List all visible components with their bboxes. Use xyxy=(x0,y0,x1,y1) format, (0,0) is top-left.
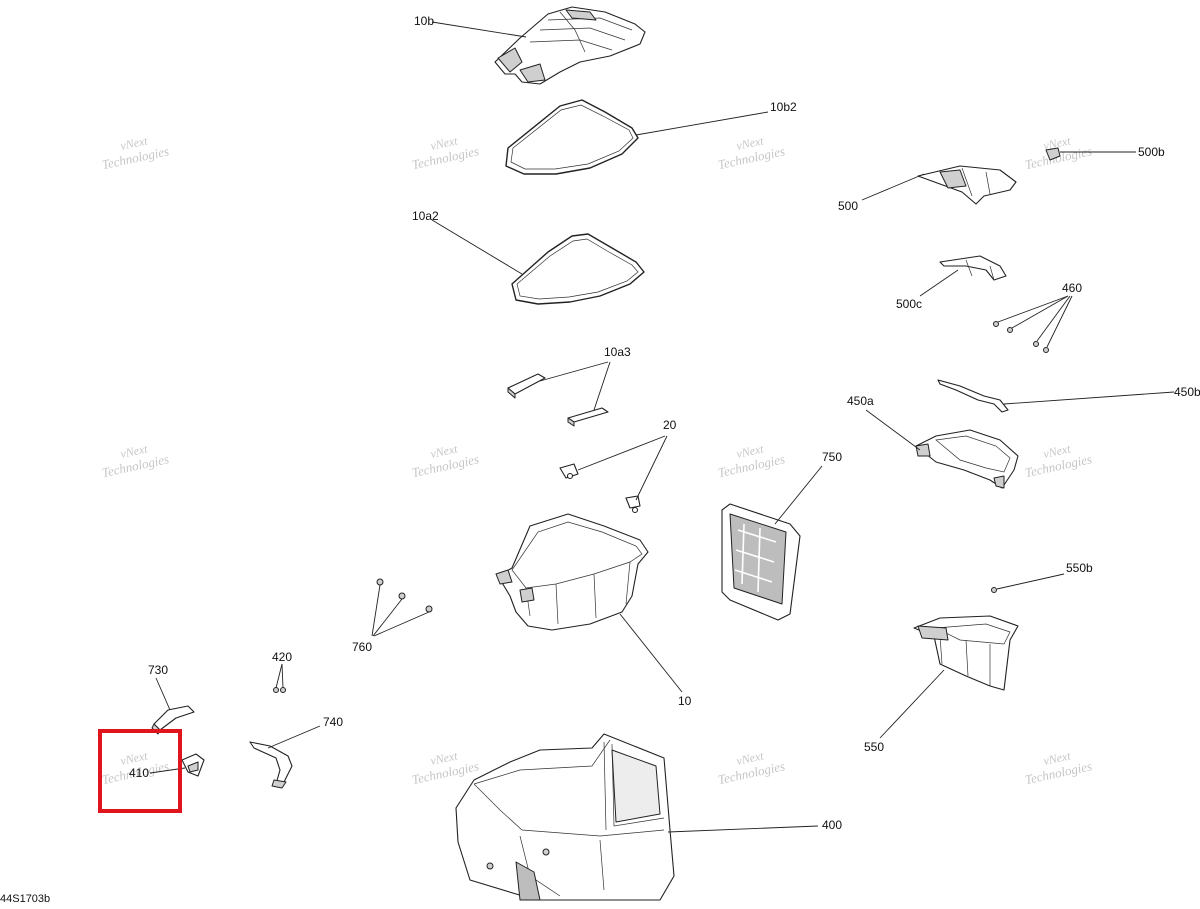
watermark: vNext Technologies xyxy=(716,441,786,480)
part-420-fasteners[interactable] xyxy=(273,687,286,693)
watermark-line1: vNext xyxy=(119,748,149,768)
label-500[interactable]: 500 xyxy=(838,199,858,213)
label-550[interactable]: 550 xyxy=(864,740,884,754)
label-500b[interactable]: 500b xyxy=(1138,145,1165,159)
watermark: vNext Technologies xyxy=(410,133,480,172)
label-450b[interactable]: 450b xyxy=(1174,385,1200,399)
leader-760-c xyxy=(373,611,430,637)
leader-730 xyxy=(155,677,171,711)
leader-740 xyxy=(267,725,321,749)
part-410-latch[interactable] xyxy=(181,753,205,777)
label-20[interactable]: 20 xyxy=(663,418,677,432)
part-500-tray[interactable] xyxy=(917,165,1017,205)
leader-10b xyxy=(431,21,527,38)
label-550b[interactable]: 550b xyxy=(1066,561,1093,575)
label-500c[interactable]: 500c xyxy=(896,297,922,311)
label-460[interactable]: 460 xyxy=(1062,281,1082,295)
part-20-latches[interactable] xyxy=(559,463,641,514)
part-10a3-pads[interactable] xyxy=(507,373,609,427)
leader-10a2 xyxy=(431,219,523,275)
watermark: vNext Technologies xyxy=(410,441,480,480)
part-460-screws[interactable] xyxy=(993,321,1049,353)
leader-460-d xyxy=(1046,295,1073,348)
part-400-tub[interactable] xyxy=(455,733,675,901)
leader-460-c xyxy=(1036,295,1071,342)
leader-10a3-b xyxy=(593,361,611,411)
part-740-strap[interactable] xyxy=(249,741,293,789)
leader-760-a xyxy=(371,584,381,637)
leader-420-b xyxy=(281,663,284,689)
part-750-mat[interactable] xyxy=(721,503,801,621)
label-10[interactable]: 10 xyxy=(678,694,692,708)
part-450b-trim[interactable] xyxy=(937,379,1009,413)
watermark-line1: vNext xyxy=(1042,133,1072,153)
watermark: vNext Technologies xyxy=(716,133,786,172)
watermark: vNext Technologies xyxy=(1023,441,1093,480)
label-400[interactable]: 400 xyxy=(822,818,842,832)
leader-20-a xyxy=(577,435,666,471)
leader-750 xyxy=(774,465,823,525)
leader-450b xyxy=(1003,391,1175,405)
watermark: vNext Technologies xyxy=(716,748,786,787)
part-10b2-gasket[interactable] xyxy=(505,99,639,175)
label-750[interactable]: 750 xyxy=(822,450,842,464)
drawing-code: 44S1703b xyxy=(0,893,51,905)
watermark-line1: vNext xyxy=(429,133,459,153)
leader-400 xyxy=(667,825,819,833)
part-500c-trim[interactable] xyxy=(939,255,1007,281)
leader-760-b xyxy=(372,598,403,637)
watermark-line1: vNext xyxy=(735,133,765,153)
label-10a3[interactable]: 10a3 xyxy=(604,345,631,359)
leader-460-b xyxy=(1011,295,1069,329)
label-420[interactable]: 420 xyxy=(272,650,292,664)
part-10a2-gasket[interactable] xyxy=(511,233,645,305)
watermark: vNext Technologies xyxy=(1023,748,1093,787)
leader-550 xyxy=(879,669,945,739)
label-730[interactable]: 730 xyxy=(148,663,168,677)
label-760[interactable]: 760 xyxy=(352,640,372,654)
watermark-line1: vNext xyxy=(1042,748,1072,768)
watermark: vNext Technologies xyxy=(100,441,170,480)
leader-450a xyxy=(865,409,921,451)
leader-10 xyxy=(619,613,683,693)
watermark-line1: vNext xyxy=(735,748,765,768)
leader-550b xyxy=(996,573,1065,590)
watermark-line1: vNext xyxy=(429,748,459,768)
leader-20-b xyxy=(635,435,668,501)
part-500b-clip[interactable] xyxy=(1045,147,1061,161)
label-740[interactable]: 740 xyxy=(323,715,343,729)
part-550-pocket[interactable] xyxy=(913,615,1019,691)
part-10b-cover[interactable] xyxy=(494,6,646,85)
watermark: vNext Technologies xyxy=(100,133,170,172)
part-10-bin[interactable] xyxy=(495,513,649,631)
leader-500c xyxy=(919,269,959,297)
watermark-line1: vNext xyxy=(429,441,459,461)
watermark-line1: vNext xyxy=(1042,441,1072,461)
watermark-line1: vNext xyxy=(119,441,149,461)
label-10a2[interactable]: 10a2 xyxy=(412,209,439,223)
label-450a[interactable]: 450a xyxy=(847,394,874,408)
highlight-box xyxy=(98,729,182,813)
leader-10b2 xyxy=(635,111,769,136)
leader-420-a xyxy=(275,663,283,689)
watermark-line1: vNext xyxy=(119,133,149,153)
part-760-fasteners[interactable] xyxy=(376,578,433,613)
label-410[interactable]: 410 xyxy=(129,766,149,780)
watermark-line1: vNext xyxy=(735,441,765,461)
leader-500 xyxy=(861,173,925,201)
label-10b[interactable]: 10b xyxy=(414,14,434,28)
label-10b2[interactable]: 10b2 xyxy=(770,100,797,114)
part-550b-fastener[interactable] xyxy=(991,587,997,593)
part-450a-box[interactable] xyxy=(915,429,1019,489)
leader-460-a xyxy=(997,295,1069,323)
watermark: vNext Technologies xyxy=(410,748,480,787)
leader-10a3-a xyxy=(539,361,609,382)
